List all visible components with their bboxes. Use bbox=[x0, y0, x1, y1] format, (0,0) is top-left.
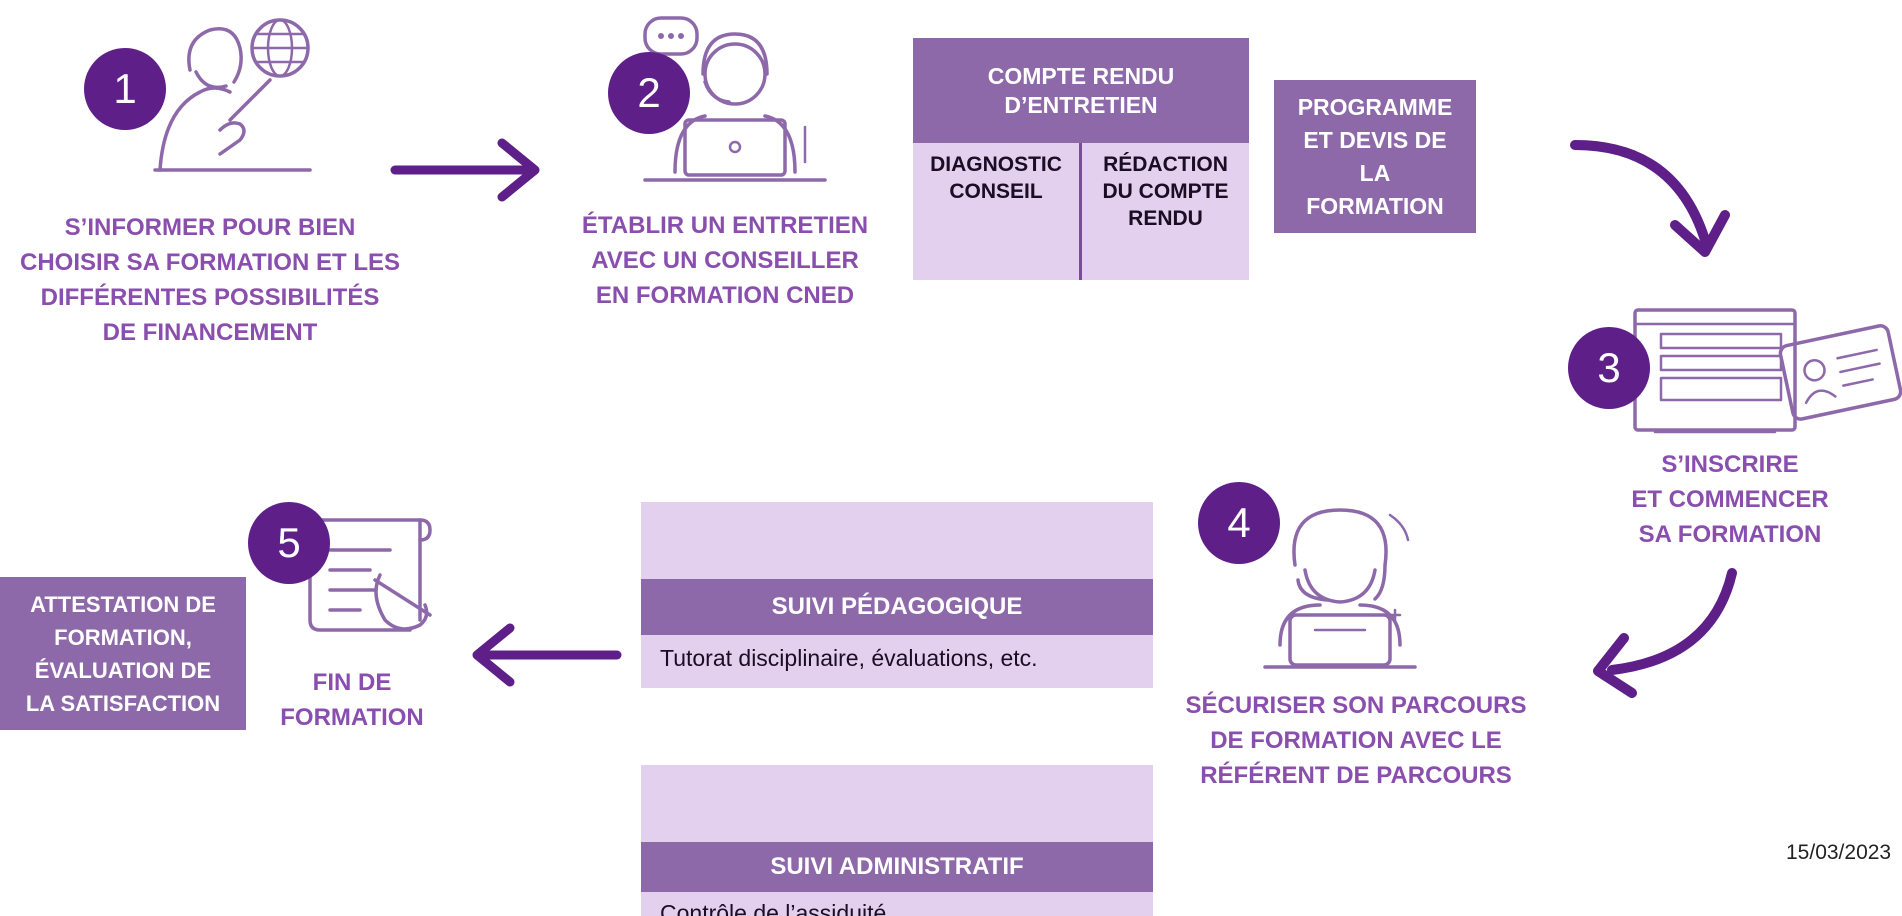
step-1-text: S’INFORMER POUR BIEN CHOISIR SA FORMATIO… bbox=[19, 214, 400, 346]
compte-rendu-col2: RÉDACTION DU COMPTE RENDU bbox=[1102, 153, 1229, 230]
compte-rendu-title: COMPTE RENDU D’ENTRETIEN bbox=[913, 38, 1249, 143]
attestation-box: ATTESTATION DE FORMATION, ÉVALUATION DE … bbox=[0, 577, 246, 730]
suivi-pedagogique-title: SUIVI PÉDAGOGIQUE bbox=[641, 579, 1153, 635]
support-agent-icon bbox=[1263, 508, 1417, 669]
suivi-administratif-top bbox=[641, 765, 1153, 842]
suivi-administratif-body: Contrôle de l’assiduité bbox=[641, 892, 1153, 916]
compte-rendu-col1: DIAGNOSTIC CONSEIL bbox=[930, 153, 1062, 203]
step-2-text: ÉTABLIR UN ENTRETIEN AVEC UN CONSEILLER … bbox=[581, 212, 869, 309]
step-5-text: FIN DE FORMATION bbox=[280, 669, 424, 731]
step-3-text: S’INSCRIRE ET COMMENCER SA FORMATION bbox=[1631, 451, 1829, 548]
step-4-badge: 4 bbox=[1198, 482, 1280, 564]
suivi-pedagogique-body bbox=[641, 635, 1153, 688]
headset-laptop-icon bbox=[643, 16, 827, 182]
step-4-text: SÉCURISER SON PARCOURS DE FORMATION AVEC… bbox=[1185, 692, 1527, 789]
person-phone-globe-icon bbox=[153, 18, 312, 172]
programme-box: PROGRAMME ET DEVIS DE LA FORMATION bbox=[1274, 80, 1476, 233]
suivi-pedagogique-top bbox=[641, 502, 1153, 579]
step-2-badge: 2 bbox=[608, 52, 690, 134]
registration-form-id-card-icon bbox=[1633, 308, 1902, 434]
curved-arrow-down-left-icon bbox=[1593, 568, 1737, 698]
document-signing-icon bbox=[308, 518, 432, 632]
suivi-administratif-title: SUIVI ADMINISTRATIF bbox=[641, 842, 1153, 892]
arrow-left-icon bbox=[472, 623, 622, 687]
compte-rendu-divider bbox=[1079, 143, 1082, 280]
suivi-pedagogique-text: Tutorat disciplinaire, évaluations, etc. bbox=[660, 645, 1038, 671]
curved-arrow-down-icon bbox=[1570, 140, 1730, 257]
step-5-badge: 5 bbox=[248, 502, 330, 584]
suivi-administratif-text: Contrôle de l’assiduité bbox=[660, 900, 887, 916]
step-3-badge: 3 bbox=[1568, 327, 1650, 409]
step-1-badge: 1 bbox=[84, 48, 166, 130]
date-label: 15/03/2023 bbox=[1786, 841, 1892, 864]
arrow-right-icon bbox=[390, 138, 540, 202]
